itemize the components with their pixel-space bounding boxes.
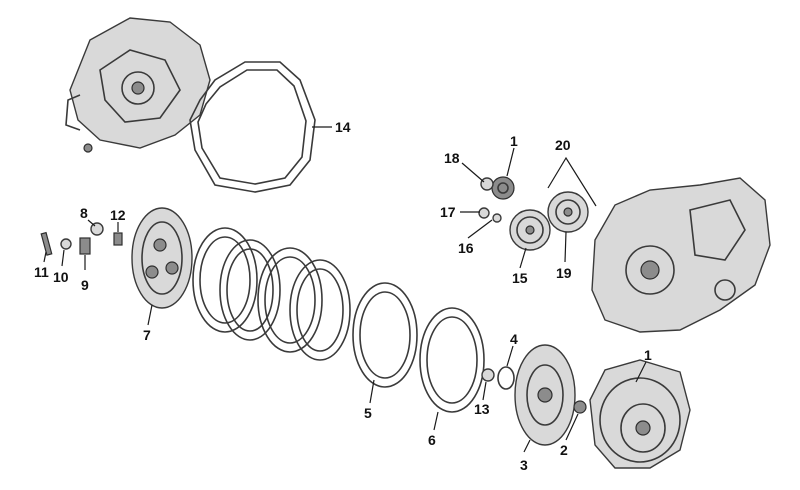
callout-11: 11 bbox=[34, 264, 49, 280]
callout-2: 2 bbox=[560, 442, 568, 458]
callout-20: 20 bbox=[555, 137, 571, 153]
callout-labels: 14 18 1 20 17 16 15 19 8 12 11 10 9 7 5 … bbox=[34, 119, 652, 473]
callout-8: 8 bbox=[80, 205, 88, 221]
callout-9: 9 bbox=[81, 277, 89, 293]
cover-gasket bbox=[189, 61, 316, 193]
callout-16: 16 bbox=[458, 240, 474, 256]
clutch-plates bbox=[192, 227, 485, 413]
callout-6: 6 bbox=[428, 432, 436, 448]
leader-lines bbox=[43, 126, 647, 453]
callout-12: 12 bbox=[110, 207, 126, 223]
pressure-plate bbox=[131, 207, 193, 309]
callout-1-housing: 1 bbox=[644, 347, 652, 363]
crankcase bbox=[591, 177, 771, 333]
callout-7: 7 bbox=[143, 327, 151, 343]
clutch-housing bbox=[589, 359, 691, 469]
thrust-washer bbox=[573, 400, 587, 414]
callout-13: 13 bbox=[474, 401, 490, 417]
callout-19: 19 bbox=[556, 265, 572, 281]
washers bbox=[481, 366, 515, 390]
callout-15: 15 bbox=[512, 270, 528, 286]
callout-14: 14 bbox=[335, 119, 351, 135]
clutch-center bbox=[514, 344, 576, 446]
callout-4: 4 bbox=[510, 331, 518, 347]
callout-1-gear: 1 bbox=[510, 133, 518, 149]
clutch-cover bbox=[65, 17, 211, 153]
starter-idle-gears bbox=[478, 176, 589, 251]
callout-3: 3 bbox=[520, 457, 528, 473]
callout-18: 18 bbox=[444, 150, 460, 166]
callout-5: 5 bbox=[364, 405, 372, 421]
callout-10: 10 bbox=[53, 269, 69, 285]
callout-17: 17 bbox=[440, 204, 456, 220]
spring-bolt-set bbox=[40, 222, 123, 256]
